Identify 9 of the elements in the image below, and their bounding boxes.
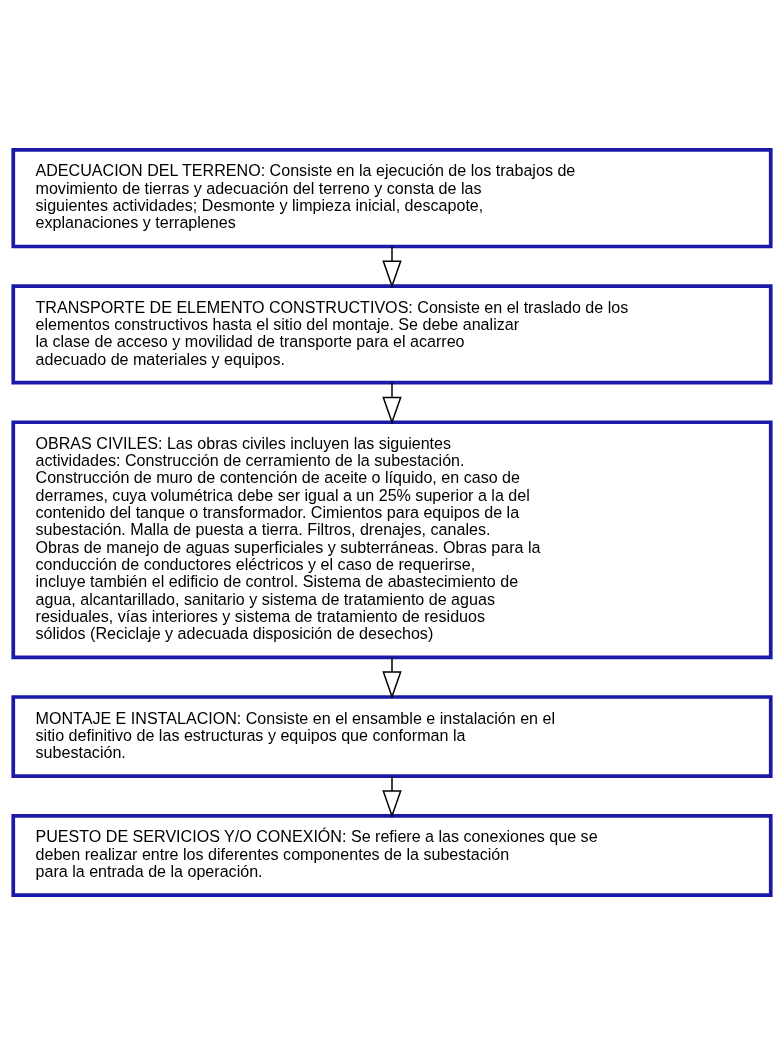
node-box: PUESTO DE SERVICIOS Y/O CONEXIÓN: Se refiere a las conexiones que se deben realizar entre los diferentes componentes de la subestación para la entrada de la operación. bbox=[11, 813, 773, 897]
node-box: ADECUACION DEL TERRENO: Consiste en la ejecución de los trabajos de movimiento de tierras y adecuación del terreno y consta de las siguientes actividades; Desmonte y limpieza inicial, descapote, explanaciones y terraplenes bbox=[11, 147, 773, 248]
arrow bbox=[382, 656, 402, 699]
node-box: TRANSPORTE DE ELEMENTO CONSTRUCTIVOS: Consiste en el traslado de los elementos constructivos hasta el sitio del montaje. Se debe analizar la clase de acceso y movilidad de transporte para el acarreo adecuado de materiales y equipos. bbox=[11, 283, 773, 384]
node-box: OBRAS CIVILES: Las obras civiles incluyen las siguientes actividades: Construcción de cerramiento de la subestación. Construcción de muro de contención de aceite o líquido, en caso de derrames, cuya volumétrica debe ser igual a un 25% superior a la del contenido del tanque o transformador. Cimientos para equipos de la subestación. Malla de puesta a tierra. Filtros, drenajes, canales. Obras de manejo de aguas superficiales y subterráneas. Obras para la conducción de conductores eléctricos y el caso de requerirse, incluye también el edificio de control. Sistema de abastecimiento de agua, alcantarillado, sanitario y sistema de tratamiento de aguas residuales, vías interiores y sistema de tratamiento de residuos sólidos (Reciclaje y adecuada disposición de desechos) bbox=[11, 419, 773, 659]
arrow bbox=[382, 775, 402, 818]
arrow bbox=[382, 245, 402, 288]
arrow bbox=[382, 381, 402, 424]
node-box: MONTAJE E INSTALACION: Consiste en el ensamble e instalación en el sitio definitivo de las estructuras y equipos que conforman la subestación. bbox=[11, 694, 773, 778]
